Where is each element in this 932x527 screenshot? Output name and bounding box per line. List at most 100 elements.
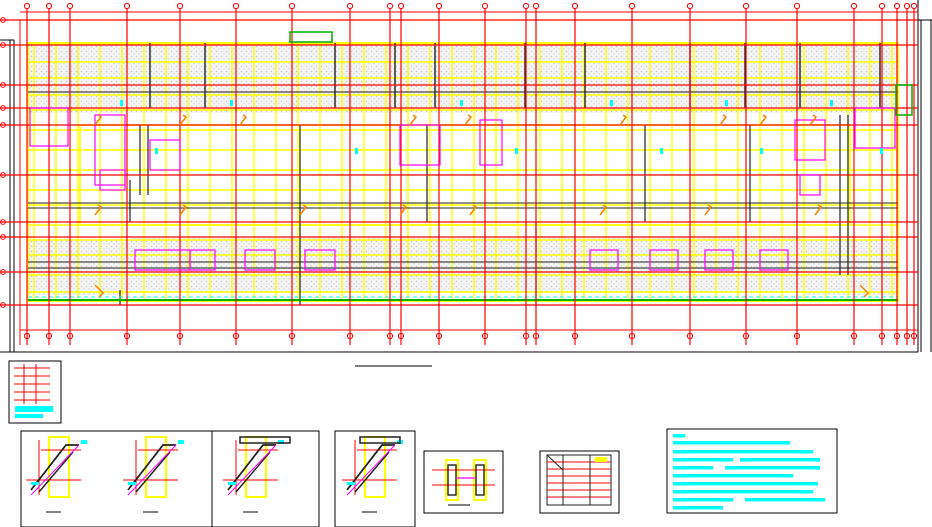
table-detail-sheet[interactable] xyxy=(539,450,620,514)
axis-bubble-left xyxy=(0,172,6,178)
axis-bubble-bottom xyxy=(66,332,74,340)
stair-room[interactable] xyxy=(189,249,216,271)
floor-plan[interactable] xyxy=(0,0,932,367)
axis-bubble-left xyxy=(0,122,6,128)
axis-bubble-top xyxy=(910,2,918,10)
section-rebar xyxy=(475,464,485,496)
detail-sheet-frame[interactable] xyxy=(539,450,620,514)
axis-bubble-bottom xyxy=(123,332,131,340)
section-column xyxy=(445,459,459,501)
axis-bubble-top xyxy=(571,2,579,10)
cyan-tag xyxy=(660,148,663,154)
rebar-bend xyxy=(30,444,79,491)
section-marker xyxy=(464,114,473,126)
axis-bubble-top xyxy=(397,2,405,10)
stair-room[interactable] xyxy=(304,249,336,271)
axis-bubble-left xyxy=(0,105,6,111)
axis-bubble-bottom xyxy=(903,332,911,340)
stair-room[interactable] xyxy=(244,249,276,271)
connection-detail-sheet[interactable] xyxy=(334,430,416,527)
rebar-lap xyxy=(127,444,177,496)
axis-bubble-bottom xyxy=(686,332,694,340)
section-marker xyxy=(619,114,628,126)
cyan-tag xyxy=(515,148,518,154)
section-marker xyxy=(704,204,713,216)
stair-room[interactable] xyxy=(29,107,69,147)
section-marker xyxy=(759,114,768,126)
detail-tag xyxy=(128,482,136,485)
cyan-tag xyxy=(355,148,358,154)
notes-text-line xyxy=(673,498,733,502)
stair-room[interactable] xyxy=(94,114,126,186)
axis-bubble-bottom xyxy=(742,332,750,340)
stair-room[interactable] xyxy=(759,249,789,271)
axis-bubble-bottom xyxy=(288,332,296,340)
axis-bubble-bottom xyxy=(386,332,394,340)
section-marker xyxy=(469,204,478,216)
stair-room[interactable] xyxy=(794,119,826,161)
table-outline xyxy=(546,454,612,506)
stair-room[interactable] xyxy=(99,169,126,191)
legend-caption xyxy=(15,406,53,412)
stair-room[interactable] xyxy=(479,119,503,166)
axis-bubble-top xyxy=(628,2,636,10)
rebar-bend xyxy=(227,444,276,491)
detail-sheet-frame[interactable] xyxy=(423,450,504,514)
stair-room[interactable] xyxy=(854,107,896,149)
axis-bubble-top xyxy=(232,2,240,10)
axis-bubble-top xyxy=(878,2,886,10)
detail-tag xyxy=(31,482,39,485)
rebar-diagonal xyxy=(135,451,171,493)
axis-bubble-top xyxy=(45,2,53,10)
detail-top-bar xyxy=(239,436,291,444)
notes-text-line xyxy=(740,458,820,462)
axis-bubble-top xyxy=(123,2,131,10)
axis-bubble-top xyxy=(532,2,540,10)
hatched-slab-bottom-left xyxy=(28,240,130,295)
cyan-tag xyxy=(610,100,613,106)
axis-bubble-left xyxy=(0,17,6,23)
notes-text-line xyxy=(673,490,813,494)
detail-sheet-frame[interactable] xyxy=(20,430,213,527)
section-marker xyxy=(94,114,103,126)
axis-bubble-top xyxy=(793,2,801,10)
stair-room[interactable] xyxy=(704,249,734,271)
rebar-diagonal xyxy=(235,451,271,493)
section-marker xyxy=(409,114,418,126)
stair-room[interactable] xyxy=(589,249,619,271)
hatched-slab-bottom xyxy=(130,238,805,293)
section-rebar xyxy=(447,464,457,496)
detail-sheets[interactable] xyxy=(20,428,838,527)
axis-bubble-left xyxy=(0,219,6,225)
axis-bubble-bottom xyxy=(232,332,240,340)
stair-room[interactable] xyxy=(399,124,441,166)
axis-bubble-bottom xyxy=(628,332,636,340)
axis-bubble-top xyxy=(435,2,443,10)
stair-room[interactable] xyxy=(799,174,821,196)
section-marker xyxy=(859,284,870,298)
axis-bubble-bottom xyxy=(435,332,443,340)
connection-detail-sheet[interactable] xyxy=(20,430,213,527)
axis-bubble-top xyxy=(66,2,74,10)
section-marker xyxy=(94,204,103,216)
detail-tag xyxy=(81,440,87,444)
connection-detail-sheet[interactable] xyxy=(211,430,320,527)
section-marker xyxy=(599,204,608,216)
detail-sheet-frame[interactable] xyxy=(334,430,416,527)
stair-room[interactable] xyxy=(149,139,181,171)
notes-sheet[interactable] xyxy=(666,428,838,514)
cyan-tag xyxy=(880,148,883,154)
section-detail-sheet[interactable] xyxy=(423,450,504,514)
stair-room[interactable] xyxy=(649,249,679,271)
axis-bubble-left xyxy=(0,82,6,88)
notes-text-line xyxy=(673,434,685,438)
axis-bubble-bottom xyxy=(878,332,886,340)
side-element xyxy=(895,84,913,116)
section-column xyxy=(473,459,487,501)
axis-bubble-bottom xyxy=(23,332,31,340)
axis-bubble-top xyxy=(346,2,354,10)
cyan-tag xyxy=(230,100,233,106)
notes-text-line xyxy=(725,466,820,470)
